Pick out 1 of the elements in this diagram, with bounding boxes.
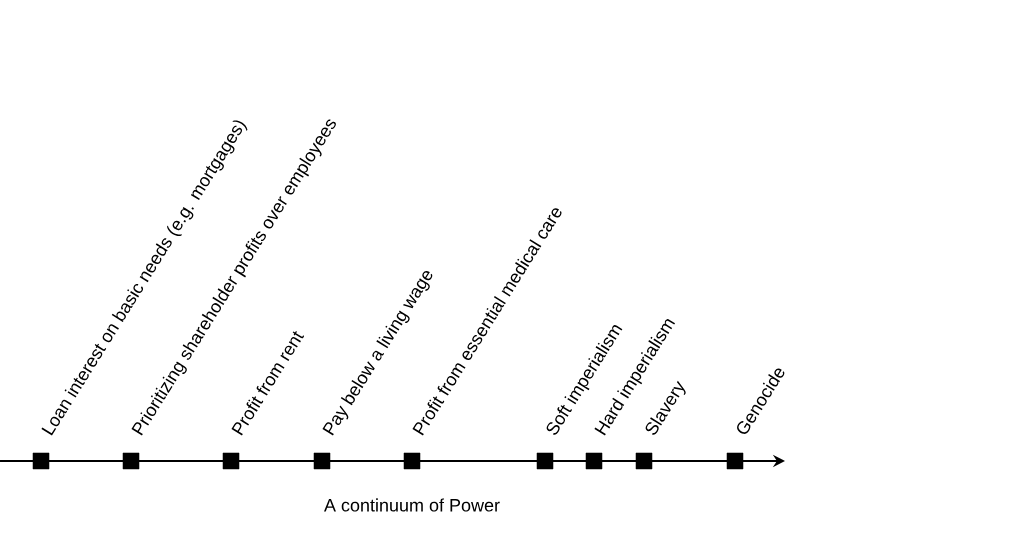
caption: A continuum of Power bbox=[324, 498, 500, 512]
